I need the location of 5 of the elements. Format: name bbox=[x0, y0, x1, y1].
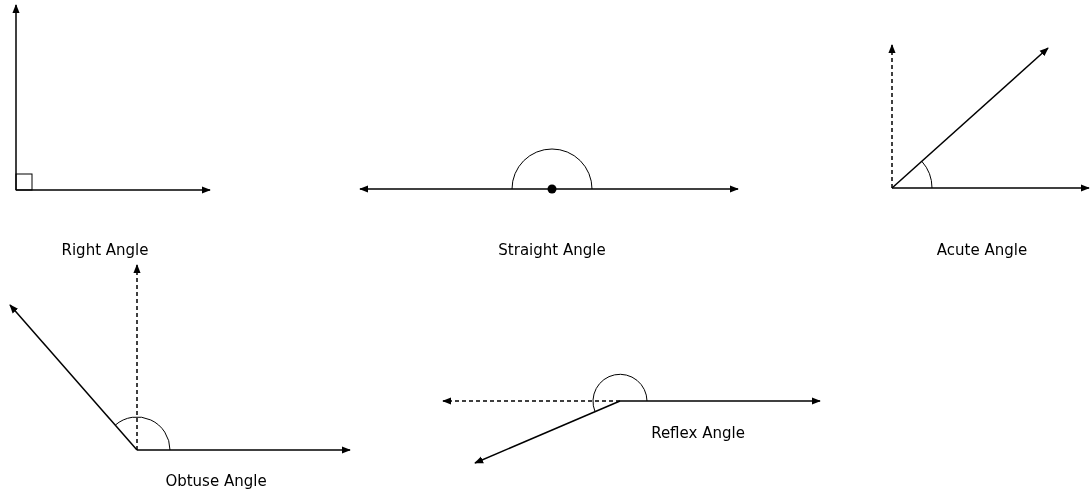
angle-label: Reflex Angle bbox=[651, 424, 745, 442]
angle-label: Right Angle bbox=[61, 241, 149, 259]
angle-label: Acute Angle bbox=[936, 241, 1028, 259]
angle-label: Obtuse Angle bbox=[165, 472, 267, 490]
angle-label: Straight Angle bbox=[498, 241, 606, 259]
